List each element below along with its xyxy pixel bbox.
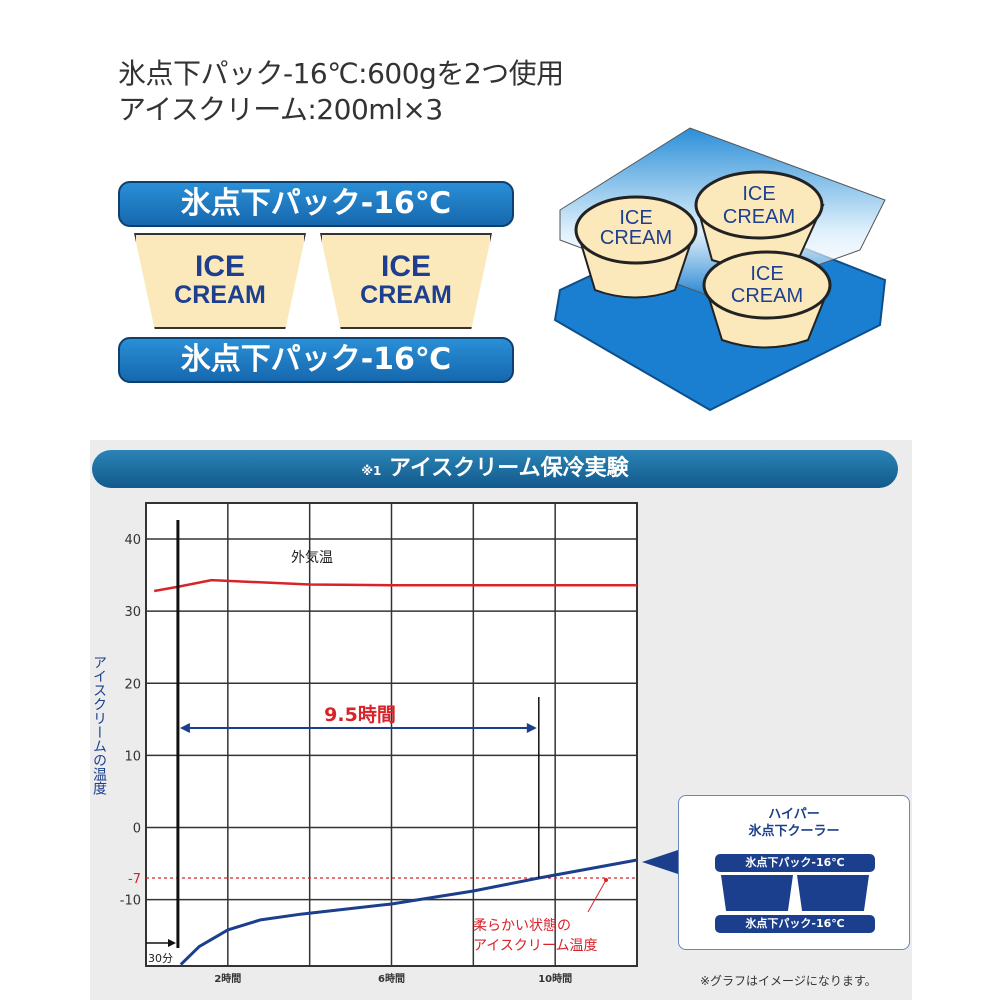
y-tick-label: 40 bbox=[124, 533, 141, 548]
series-label-outside: 外気温 bbox=[291, 550, 333, 566]
cup-text-2: CREAM bbox=[731, 285, 803, 307]
threshold-label-2: アイスクリーム温度 bbox=[473, 938, 597, 954]
freezer-pack-top: 氷点下パック-16℃ bbox=[118, 181, 514, 227]
y-tick-label: 10 bbox=[124, 749, 141, 764]
y-axis-label: アイスクリームの温度 bbox=[91, 655, 107, 795]
spec-line-1: 氷点下パック-16℃:600gを2つ使用 bbox=[118, 57, 564, 90]
cup-text-1: ICE bbox=[194, 250, 245, 283]
threshold-point bbox=[604, 878, 608, 882]
series-ice-temp bbox=[179, 858, 638, 966]
banner-title: アイスクリーム保冷実験 bbox=[389, 456, 629, 481]
legend-title-1: ハイパー bbox=[768, 807, 820, 822]
start-label: 30分 bbox=[148, 952, 173, 965]
y-tick-label: 30 bbox=[124, 605, 141, 620]
start-arrowhead-icon bbox=[168, 939, 176, 947]
legend-pack-top: 氷点下パック-16℃ bbox=[715, 854, 875, 872]
threshold-label-1: 柔らかい状態の bbox=[473, 918, 571, 934]
cup-text-1: ICE bbox=[380, 250, 431, 283]
legend-title-2: 氷点下クーラー bbox=[748, 824, 840, 839]
threshold-pointer bbox=[587, 879, 607, 913]
x-tick-label: 6時間 bbox=[378, 972, 405, 985]
cup-text-2: CREAM bbox=[174, 281, 266, 309]
x-tick-label: 2時間 bbox=[214, 972, 241, 985]
legend-cup-right bbox=[797, 875, 869, 911]
spec-line-2: アイスクリーム:200ml×3 bbox=[118, 93, 443, 126]
y-tick-label: -7 bbox=[128, 872, 141, 887]
freezer-pack-bottom: 氷点下パック-16℃ bbox=[118, 337, 514, 383]
experiment-banner: ※1 アイスクリーム保冷実験 bbox=[92, 450, 898, 488]
y-tick-label: 0 bbox=[133, 822, 141, 837]
legend-box: ハイパー氷点下クーラー 氷点下パック-16℃ 氷点下パック-16℃ bbox=[678, 795, 910, 950]
y-tick-label: -10 bbox=[120, 894, 141, 909]
graph-note: ※グラフはイメージになります。 bbox=[700, 974, 877, 988]
arrowhead-right-icon bbox=[526, 723, 537, 733]
cup-text-1: ICE bbox=[619, 207, 652, 229]
cup-text-1: ICE bbox=[750, 263, 783, 285]
cup-text-1: ICE bbox=[742, 183, 775, 205]
x-tick-label: 10時間 bbox=[538, 972, 572, 985]
arrowhead-left-icon bbox=[179, 723, 190, 733]
footnote-mark: ※1 bbox=[361, 464, 382, 478]
legend-pointer-icon bbox=[642, 850, 678, 874]
legend-pack-bottom: 氷点下パック-16℃ bbox=[715, 915, 875, 933]
cup-text-2: CREAM bbox=[360, 281, 452, 309]
legend-cup-left bbox=[721, 875, 793, 911]
series-outside-temp bbox=[153, 578, 637, 593]
legend-title: ハイパー氷点下クーラー bbox=[679, 806, 909, 840]
cup-text-2: CREAM bbox=[600, 227, 672, 249]
duration-label: 9.5時間 bbox=[324, 704, 396, 726]
y-tick-label: 20 bbox=[124, 677, 141, 692]
cup-text-2: CREAM bbox=[723, 206, 795, 228]
